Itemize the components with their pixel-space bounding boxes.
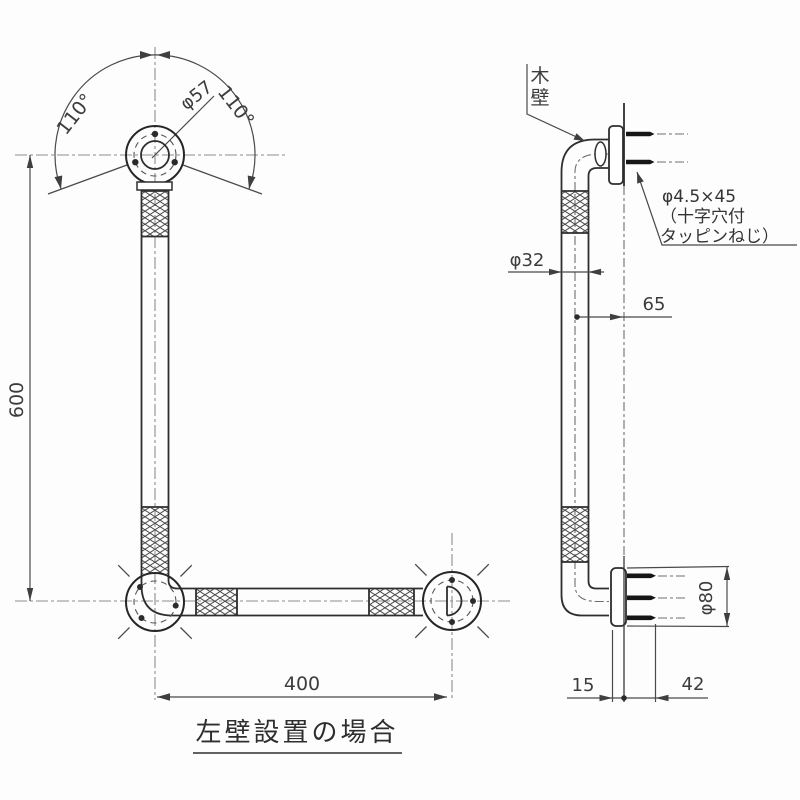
flange-offset-label: 15	[572, 675, 595, 696]
pipe-outer-edge	[140, 190, 423, 617]
pipe-diameter-label: φ32	[510, 250, 545, 271]
side-pipe-centerline	[574, 153, 609, 603]
flange-diameter-callout: φ57	[151, 77, 217, 159]
caption-group: 左壁設置の場合	[193, 718, 402, 754]
right-screw-radial-line	[182, 164, 263, 195]
knurl-bands-front	[141, 190, 415, 616]
angle-right-label: 110°	[213, 82, 259, 132]
top-flange	[125, 125, 185, 185]
front-view: 110° 110° φ57	[6, 47, 513, 701]
side-pipe-inner-edge	[587, 167, 609, 590]
height-dimension: 600	[6, 155, 34, 601]
flange-diameter-label: φ57	[176, 77, 216, 115]
screw-dot	[132, 159, 139, 166]
wall-type-label: 木壁	[530, 65, 549, 109]
screw-spec-line1: φ4.5×45	[662, 187, 736, 207]
screw-dot	[137, 584, 143, 590]
screw-dot	[449, 577, 455, 583]
screw-dot	[171, 159, 178, 166]
screw-spec-callout: φ4.5×45 （十字穴付 タッピンねじ）	[636, 171, 797, 247]
screw-dot	[172, 602, 179, 609]
bottom-flange-diameter-dimension: φ80	[626, 565, 731, 628]
side-view: 木壁 φ4.5×45 （十字穴付 タッピンねじ） φ32 65	[508, 64, 797, 702]
top-flange-plate	[608, 125, 624, 185]
socket-collar	[136, 181, 173, 191]
caption: 左壁設置の場合	[195, 718, 398, 748]
left-screw-radial-line	[47, 164, 128, 195]
width-dimension: 400	[157, 673, 447, 701]
pipe-inner-edge	[167, 190, 423, 590]
screw-dot	[138, 615, 145, 621]
trim-ring	[594, 141, 607, 167]
screw-spec-line2: （十字穴付	[660, 207, 745, 227]
screw-dot	[449, 619, 455, 625]
side-pipe-outer-edge	[560, 138, 609, 617]
corner-flange	[117, 564, 193, 640]
screw-spec-line3: タッピンねじ）	[660, 227, 779, 247]
screw-dot	[151, 130, 159, 138]
screw-dot	[470, 598, 476, 604]
screw-depth-label: 42	[682, 674, 705, 695]
wall-type-callout: 木壁	[526, 64, 585, 141]
pipe-diameter-dimension: φ32	[508, 250, 604, 276]
wall-offset-label: 65	[643, 294, 666, 315]
wall-offset-dimension: 65	[574, 294, 672, 321]
offset-depth-dimensions: 15 42	[567, 624, 708, 702]
width-dim-label: 400	[284, 673, 320, 695]
bottom-screws	[627, 573, 686, 621]
height-dim-label: 600	[6, 382, 28, 418]
top-screws	[626, 131, 688, 165]
bottom-flange-plate	[610, 567, 627, 627]
bottom-flange-diameter-label: φ80	[696, 581, 717, 616]
end-flange	[414, 563, 490, 639]
angle-left-label: 110°	[53, 90, 99, 140]
knurl-bands-side	[561, 190, 589, 563]
